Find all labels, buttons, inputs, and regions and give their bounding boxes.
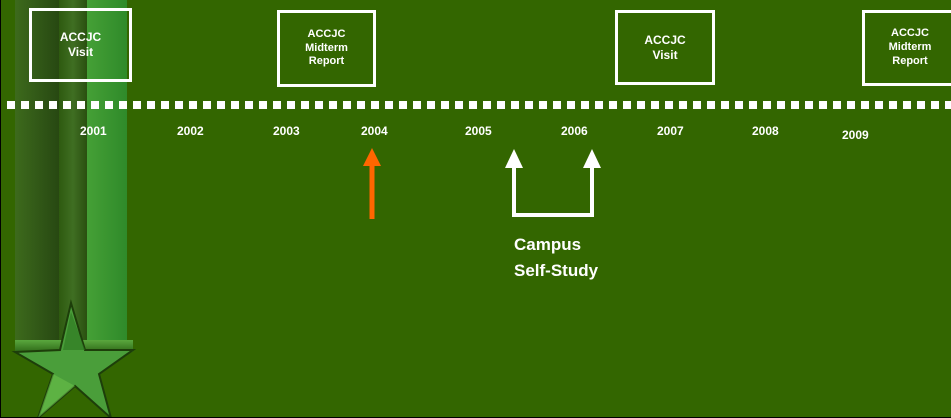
campus-label-line: Campus bbox=[514, 235, 582, 254]
year-label: 2008 bbox=[752, 124, 779, 138]
milestone-line: Report bbox=[892, 54, 928, 67]
milestone-line: Visit bbox=[67, 45, 94, 59]
year-label: 2007 bbox=[657, 124, 684, 138]
orange-up-arrow-icon bbox=[363, 148, 381, 219]
decorative-bar-middle bbox=[59, 0, 87, 342]
milestone-line: Midterm bbox=[888, 41, 932, 54]
year-label: 2003 bbox=[273, 124, 300, 138]
milestone-line: ACCJC bbox=[59, 30, 102, 44]
star-icon bbox=[11, 299, 137, 417]
campus-self-study-label: Campus Self-Study bbox=[514, 232, 598, 284]
year-label: 2004 bbox=[361, 124, 388, 138]
milestone-line: ACCJC bbox=[307, 27, 346, 40]
timeline-dashed-line bbox=[7, 101, 951, 109]
milestone-line: ACCJC bbox=[891, 27, 929, 40]
year-label: 2009 bbox=[842, 128, 869, 142]
year-label: 2002 bbox=[177, 124, 204, 138]
white-bracket-arrow-icon bbox=[505, 149, 601, 217]
milestone-line: ACCJC bbox=[644, 32, 686, 47]
year-label: 2005 bbox=[465, 124, 492, 138]
decorative-bar-dark bbox=[15, 0, 59, 342]
decorative-bar-light bbox=[87, 0, 127, 342]
year-label: 2001 bbox=[80, 124, 107, 138]
milestone-line: Midterm bbox=[305, 41, 348, 54]
milestone-line: Visit bbox=[652, 47, 678, 62]
milestone-line: Report bbox=[308, 55, 345, 68]
campus-label-line: Self-Study bbox=[514, 261, 599, 280]
year-label: 2006 bbox=[561, 124, 588, 138]
